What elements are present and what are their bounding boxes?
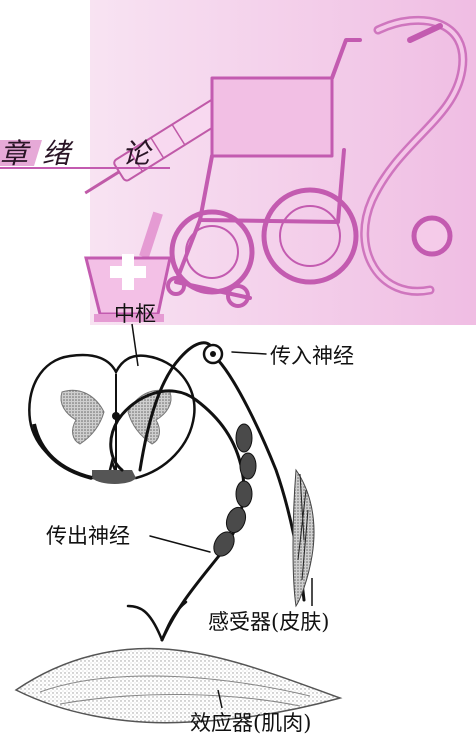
- title-char-2: 论: [122, 137, 151, 170]
- chapter-tab: [0, 140, 42, 166]
- stethoscope-icon: [360, 15, 468, 296]
- label-efferent-nerve: 传出神经: [46, 524, 130, 548]
- spinal-cord-section: [28, 353, 196, 484]
- afferent-neuron: [138, 341, 306, 602]
- center-leader-line: [131, 323, 139, 367]
- effector-muscle: [14, 647, 343, 724]
- reflex-arc-diagram: [14, 323, 343, 724]
- title-char-1: 绪: [42, 137, 71, 170]
- wheelchair-icon: [166, 38, 362, 308]
- label-afferent-nerve: 传入神经: [270, 344, 354, 368]
- mortar-cross-icon: [84, 211, 172, 322]
- medical-banner: [0, 0, 476, 325]
- label-center: 中枢: [114, 302, 156, 326]
- receptor-skin: [292, 468, 315, 608]
- label-effector: 效应器(肌肉): [190, 711, 312, 735]
- chapter-label: 章: [0, 137, 29, 170]
- label-receptor: 感受器(皮肤): [208, 610, 330, 634]
